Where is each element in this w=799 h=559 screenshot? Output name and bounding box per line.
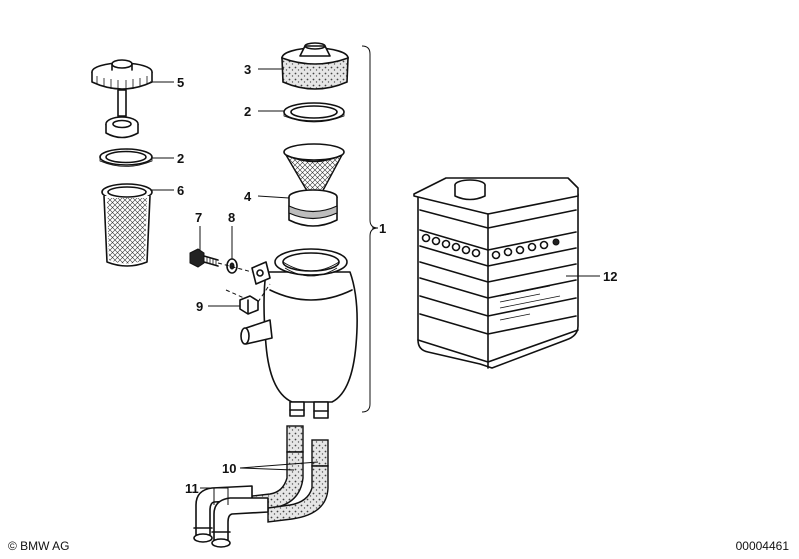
callout-4: 4: [244, 189, 252, 204]
bolt-assembly-line: [217, 262, 253, 273]
copyright-notice: © BMW AG: [8, 539, 70, 553]
filter-insert: [288, 189, 338, 227]
filter-strainer: [101, 183, 153, 267]
hydraulic-fluid-canister: [413, 177, 579, 369]
leader-lines: [150, 68, 600, 505]
sealing-ring-left: [99, 148, 153, 167]
callout-labels: 5 2 6 3 2 4 7 8 9 1 10 11 12: [177, 62, 617, 496]
assembly-bracket: [361, 45, 379, 413]
callout-11: 11: [185, 481, 199, 496]
callout-1: 1: [379, 221, 386, 236]
fluid-reservoir: [240, 248, 358, 419]
callout-10: 10: [222, 461, 236, 476]
hex-bolt: [189, 248, 219, 268]
nut: [239, 295, 259, 315]
callout-3: 3: [244, 62, 251, 77]
callout-2-left: 2: [177, 151, 184, 166]
nut-assembly-line: [225, 283, 271, 303]
callout-7: 7: [195, 210, 202, 225]
callout-9: 9: [196, 299, 203, 314]
canister-dot-band: [421, 233, 560, 260]
diagram-number: 00004461: [735, 539, 789, 553]
reservoir-cap: [281, 42, 349, 90]
callout-6: 6: [177, 183, 184, 198]
reservoir-cap-with-dipstick: [91, 59, 153, 139]
hoses: [251, 425, 329, 523]
callout-2-center: 2: [244, 104, 251, 119]
funnel-strainer: [283, 143, 345, 197]
sealing-ring-center: [283, 102, 345, 123]
callout-12: 12: [603, 269, 617, 284]
callout-5: 5: [177, 75, 184, 90]
callout-8: 8: [228, 210, 235, 225]
